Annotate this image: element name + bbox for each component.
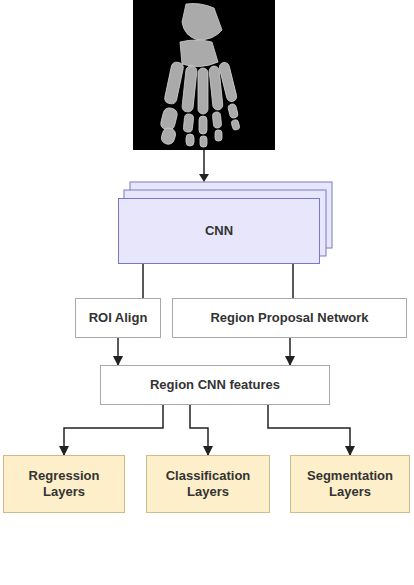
process-box: ROI Align: [75, 298, 161, 338]
connector: [117, 338, 119, 365]
node-label: CNN: [205, 223, 233, 239]
foot-xray: [160, 4, 241, 148]
node-label: Region Proposal Network: [210, 310, 368, 326]
node-label: ROI Align: [89, 310, 148, 326]
connector: [190, 405, 208, 455]
connector: [268, 405, 350, 455]
process-box: Region Proposal Network: [172, 298, 407, 338]
output-box: Classification Layers: [146, 455, 270, 513]
cnn-box: CNN: [118, 198, 320, 264]
connector: [289, 338, 291, 365]
node-label: Region CNN features: [150, 377, 280, 393]
node-label: Regression Layers: [14, 468, 114, 501]
node-label: Classification Layers: [157, 468, 259, 501]
connector: [142, 264, 144, 298]
input-arrow: [199, 150, 209, 182]
connector: [64, 405, 163, 455]
output-box: Regression Layers: [3, 455, 125, 513]
xray-frame: [133, 0, 275, 150]
output-box: Segmentation Layers: [290, 455, 410, 513]
process-box: Region CNN features: [100, 365, 330, 405]
node-label: Segmentation Layers: [301, 468, 399, 501]
connector: [292, 264, 294, 298]
